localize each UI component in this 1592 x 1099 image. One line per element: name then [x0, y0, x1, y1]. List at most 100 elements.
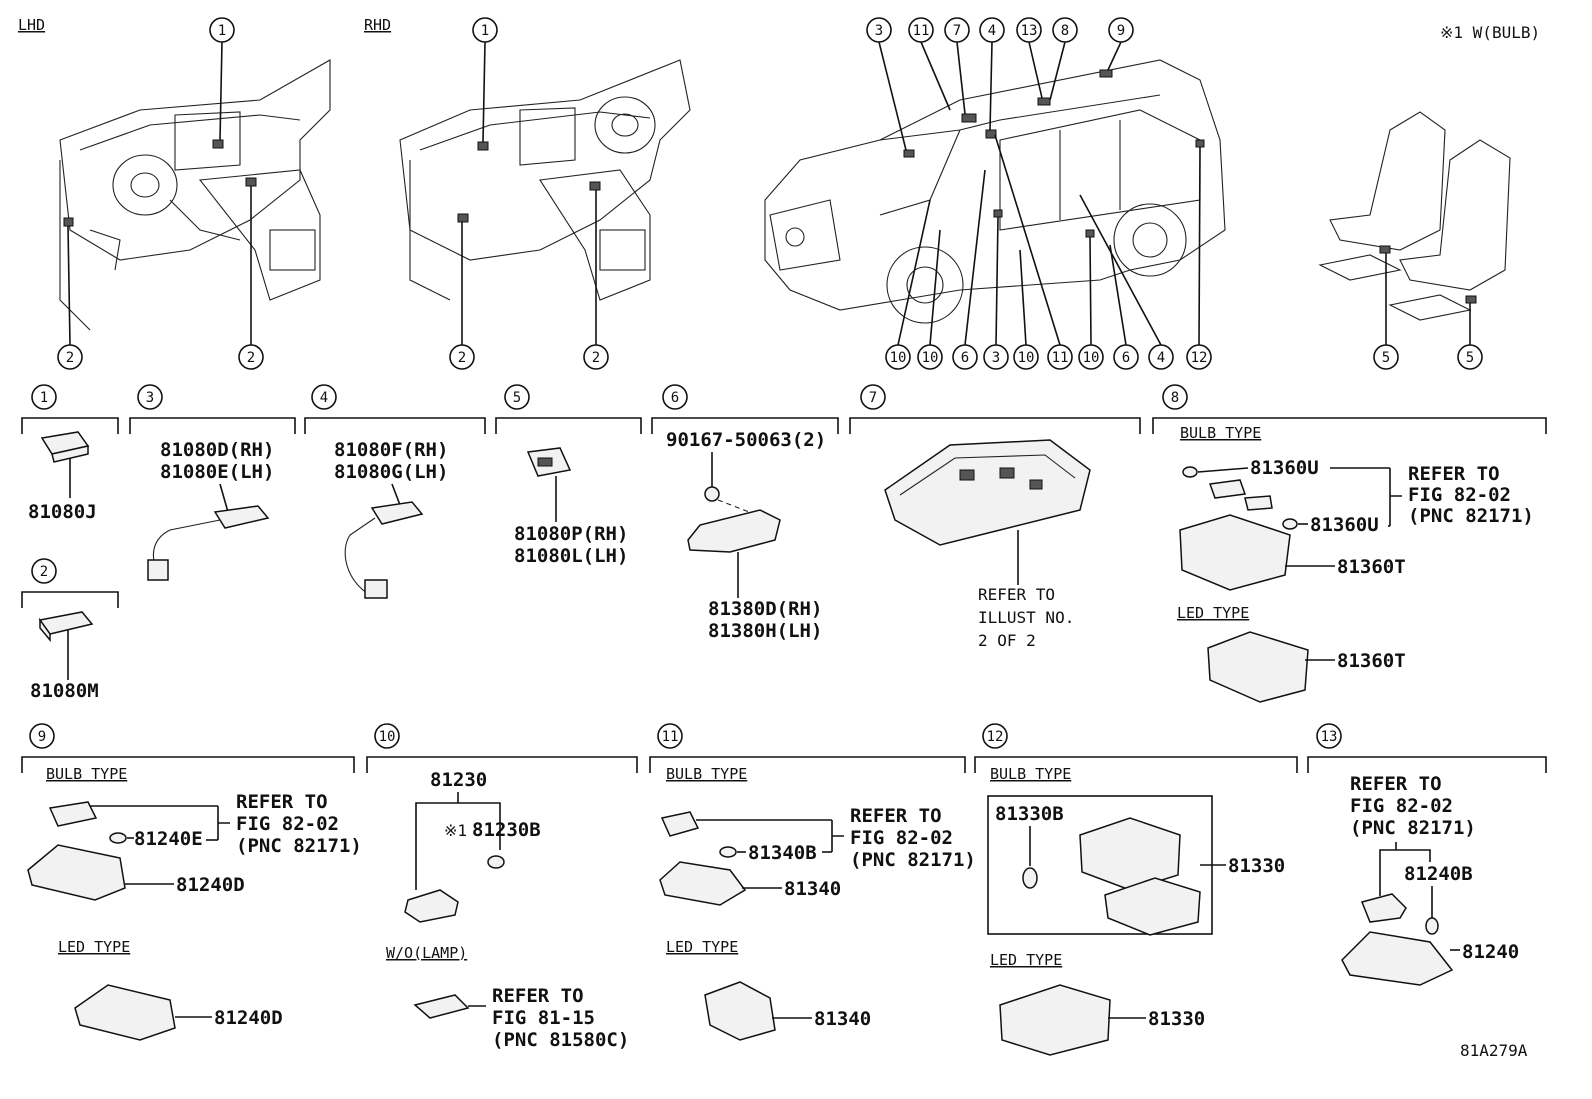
- svg-text:10: 10: [1083, 350, 1100, 366]
- vehicle-callout-lines: [878, 41, 1201, 346]
- part-label-81360u-a: 81360U: [1250, 457, 1319, 479]
- part-label-90167: 90167-50063(2): [666, 429, 826, 451]
- refer-13-line3: (PNC 82171): [1350, 817, 1476, 839]
- svg-text:5: 5: [1466, 350, 1474, 366]
- bulb-type-label-11: BULB TYPE: [666, 765, 747, 783]
- part-label-81230b: 81230B: [472, 819, 541, 841]
- refer-9-line1: REFER TO: [236, 791, 328, 813]
- bulb-type-label-9: BULB TYPE: [46, 765, 127, 783]
- svg-text:8: 8: [1171, 390, 1179, 406]
- part-label-81240e: 81240E: [134, 828, 203, 850]
- svg-text:12: 12: [1191, 350, 1208, 366]
- rhd-callout-lines: [461, 41, 597, 345]
- part-label-81330-led: 81330: [1148, 1008, 1205, 1030]
- rhd-dashboard-illustration: [399, 59, 691, 301]
- svg-text:13: 13: [1021, 23, 1038, 39]
- refer-11-line3: (PNC 82171): [850, 849, 976, 871]
- svg-text:6: 6: [1122, 350, 1130, 366]
- refer-11-line2: FIG 82-02: [850, 827, 953, 849]
- refer-9-line3: (PNC 82171): [236, 835, 362, 857]
- svg-text:3: 3: [146, 390, 154, 406]
- section-13-content: REFER TO FIG 82-02 (PNC 82171) 81240B 81…: [1341, 773, 1519, 986]
- svg-text:1: 1: [481, 23, 489, 39]
- wo-lamp-label: W/O(LAMP): [386, 944, 467, 962]
- refer-10-line2: FIG 81-15: [492, 1007, 595, 1029]
- callout-2-rhd-right: 2: [583, 344, 609, 370]
- svg-text:11: 11: [1052, 350, 1069, 366]
- part-label-81080e: 81080E(LH): [160, 461, 274, 483]
- led-type-label-9: LED TYPE: [58, 938, 130, 956]
- refer-9-line2: FIG 82-02: [236, 813, 339, 835]
- illustration-code: 81A279A: [1460, 1041, 1528, 1060]
- section-6-header: 6: [651, 384, 839, 434]
- section-3-header: 3: [129, 384, 296, 434]
- svg-text:2: 2: [247, 350, 255, 366]
- part-label-81380d: 81380D(RH): [708, 598, 822, 620]
- vehicle-illustration: [764, 59, 1226, 324]
- svg-text:5: 5: [1382, 350, 1390, 366]
- part-label-81080d: 81080D(RH): [160, 439, 274, 461]
- svg-text:1: 1: [40, 390, 48, 406]
- callout-5-right: 5: [1457, 344, 1483, 370]
- callout-2-lhd-left: 2: [57, 344, 83, 370]
- part-label-81330-bulb: 81330: [1228, 855, 1285, 877]
- svg-text:13: 13: [1321, 729, 1338, 745]
- led-type-label-12: LED TYPE: [990, 951, 1062, 969]
- part-label-81080p: 81080P(RH): [514, 523, 628, 545]
- part-label-81360t-bulb: 81360T: [1337, 556, 1406, 578]
- led-type-label-11: LED TYPE: [666, 938, 738, 956]
- svg-text:7: 7: [869, 390, 877, 406]
- svg-text:2: 2: [40, 564, 48, 580]
- section-12-header: 12: [974, 723, 1298, 773]
- part-label-81240: 81240: [1462, 941, 1519, 963]
- refer-13-line1: REFER TO: [1350, 773, 1442, 795]
- refer-11-line1: REFER TO: [850, 805, 942, 827]
- section-9-header: 9: [21, 723, 355, 773]
- section-10-header: 10: [366, 723, 638, 773]
- svg-text:12: 12: [987, 729, 1004, 745]
- callout-1-lhd: 1: [209, 17, 235, 43]
- lhd-label: LHD: [18, 16, 45, 34]
- refer-7-line1: REFER TO: [978, 585, 1055, 604]
- part-label-81340-bulb: 81340: [784, 878, 841, 900]
- refer-8-line3: (PNC 82171): [1408, 505, 1534, 527]
- seats-illustration: [1318, 111, 1511, 345]
- section-5-header: 5: [495, 384, 642, 434]
- refer-10-line1: REFER TO: [492, 985, 584, 1007]
- part-label-81380h: 81380H(LH): [708, 620, 822, 642]
- svg-text:2: 2: [458, 350, 466, 366]
- part-label-81080f: 81080F(RH): [334, 439, 448, 461]
- svg-text:11: 11: [662, 729, 679, 745]
- section-11-header: 11: [649, 723, 966, 773]
- part-label-81240b: 81240B: [1404, 863, 1473, 885]
- section-2-header: 2: [21, 558, 119, 608]
- svg-text:3: 3: [875, 23, 883, 39]
- section-8-content: BULB TYPE 81360U 81360U REFER TO FIG 82-…: [1177, 424, 1534, 703]
- callout-2-lhd-right: 2: [238, 344, 264, 370]
- svg-text:10: 10: [379, 729, 396, 745]
- bulb-type-label-8: BULB TYPE: [1180, 424, 1261, 442]
- callout-1-rhd: 1: [472, 17, 498, 43]
- svg-text:4: 4: [320, 390, 328, 406]
- part-label-81340b: 81340B: [748, 842, 817, 864]
- svg-text:2: 2: [66, 350, 74, 366]
- svg-text:9: 9: [38, 729, 46, 745]
- part-label-81240d-bulb: 81240D: [176, 874, 245, 896]
- part-label-81330b: 81330B: [995, 803, 1064, 825]
- svg-text:8: 8: [1061, 23, 1069, 39]
- refer-7-line3: 2 OF 2: [978, 631, 1036, 650]
- part-label-81240d-led: 81240D: [214, 1007, 283, 1029]
- svg-text:7: 7: [953, 23, 961, 39]
- section-9-content: BULB TYPE 81240E REFER TO FIG 82-02 (PNC…: [27, 765, 362, 1041]
- section-12-content: BULB TYPE 81330B 81330 LED TYPE 81330: [987, 765, 1285, 1056]
- svg-text:5: 5: [513, 390, 521, 406]
- callout-5-left: 5: [1373, 344, 1399, 370]
- refer-13-line2: FIG 82-02: [1350, 795, 1453, 817]
- note-mark-10: ※1: [444, 821, 467, 840]
- part-overhead-console: REFER TO ILLUST NO. 2 OF 2: [884, 439, 1091, 650]
- svg-text:6: 6: [671, 390, 679, 406]
- refer-10-line3: (PNC 81580C): [492, 1029, 629, 1051]
- part-label-81080j: 81080J: [28, 501, 97, 523]
- part-label-81230: 81230: [430, 769, 487, 791]
- rhd-label: RHD: [364, 16, 391, 34]
